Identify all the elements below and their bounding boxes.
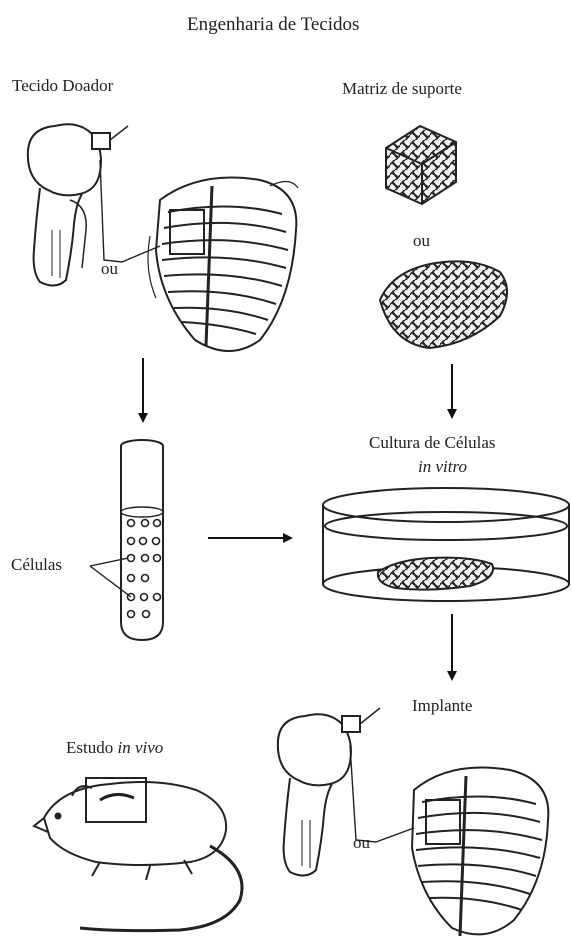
scaffold-cube-illustration <box>386 126 456 204</box>
in-vivo-study-label: Estudo in vivo <box>66 739 163 756</box>
donor-or-label: ou <box>101 260 118 277</box>
implant-or-label: ou <box>353 834 370 851</box>
in-vitro-label: in vitro <box>418 458 467 475</box>
support-matrix-label: Matriz de suporte <box>342 80 462 97</box>
donor-ribcage-illustration <box>100 160 298 351</box>
in-vivo-emphasis: in vivo <box>117 738 163 757</box>
diagram-title: Engenharia de Tecidos <box>187 15 359 34</box>
test-tube-illustration <box>121 440 163 640</box>
scaffold-or-label: ou <box>413 232 430 249</box>
rat-illustration <box>34 778 242 931</box>
cell-culture-label: Cultura de Células <box>369 434 496 451</box>
petri-dish-illustration <box>323 488 569 601</box>
donor-tissue-label: Tecido Doador <box>12 77 113 94</box>
scaffold-fiber-illustration <box>380 261 507 348</box>
implant-ribcage-illustration <box>350 745 548 936</box>
implant-label: Implante <box>412 697 472 714</box>
in-vivo-prefix: Estudo <box>66 738 117 757</box>
cells-label: Células <box>11 556 62 573</box>
